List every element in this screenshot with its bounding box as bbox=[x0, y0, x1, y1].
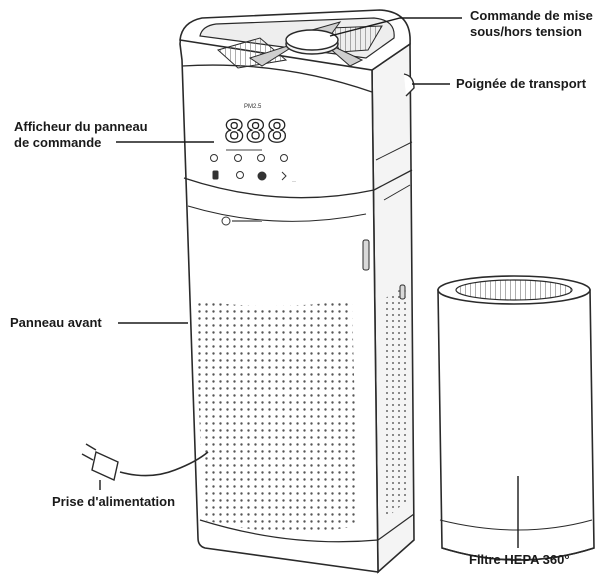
label-display-line1: Afficheur du panneau bbox=[14, 119, 148, 135]
svg-text:—: — bbox=[292, 178, 296, 183]
plug-icon bbox=[82, 444, 118, 480]
label-power-control: Commande de mise sous/hors tension bbox=[470, 8, 593, 40]
mode-icon bbox=[213, 171, 218, 179]
display-digits: 888 bbox=[224, 115, 288, 153]
label-display-line2: de commande bbox=[14, 135, 148, 151]
side-grille bbox=[382, 286, 408, 520]
front-grille bbox=[194, 300, 358, 532]
label-carry-handle: Poignée de transport bbox=[456, 76, 586, 92]
label-power-line2: sous/hors tension bbox=[470, 24, 593, 40]
hepa-filter bbox=[438, 276, 594, 560]
label-power-line1: Commande de mise bbox=[470, 8, 593, 24]
label-power-plug: Prise d'alimentation bbox=[52, 494, 175, 510]
label-front-panel: Panneau avant bbox=[10, 315, 102, 331]
power-cord bbox=[82, 444, 208, 480]
display-unit: PM2.5 bbox=[244, 104, 262, 110]
label-hepa-filter: Filtre HEPA 360° bbox=[469, 552, 570, 568]
label-control-display: Afficheur du panneau de commande bbox=[14, 119, 148, 151]
filter-icon bbox=[258, 172, 266, 180]
